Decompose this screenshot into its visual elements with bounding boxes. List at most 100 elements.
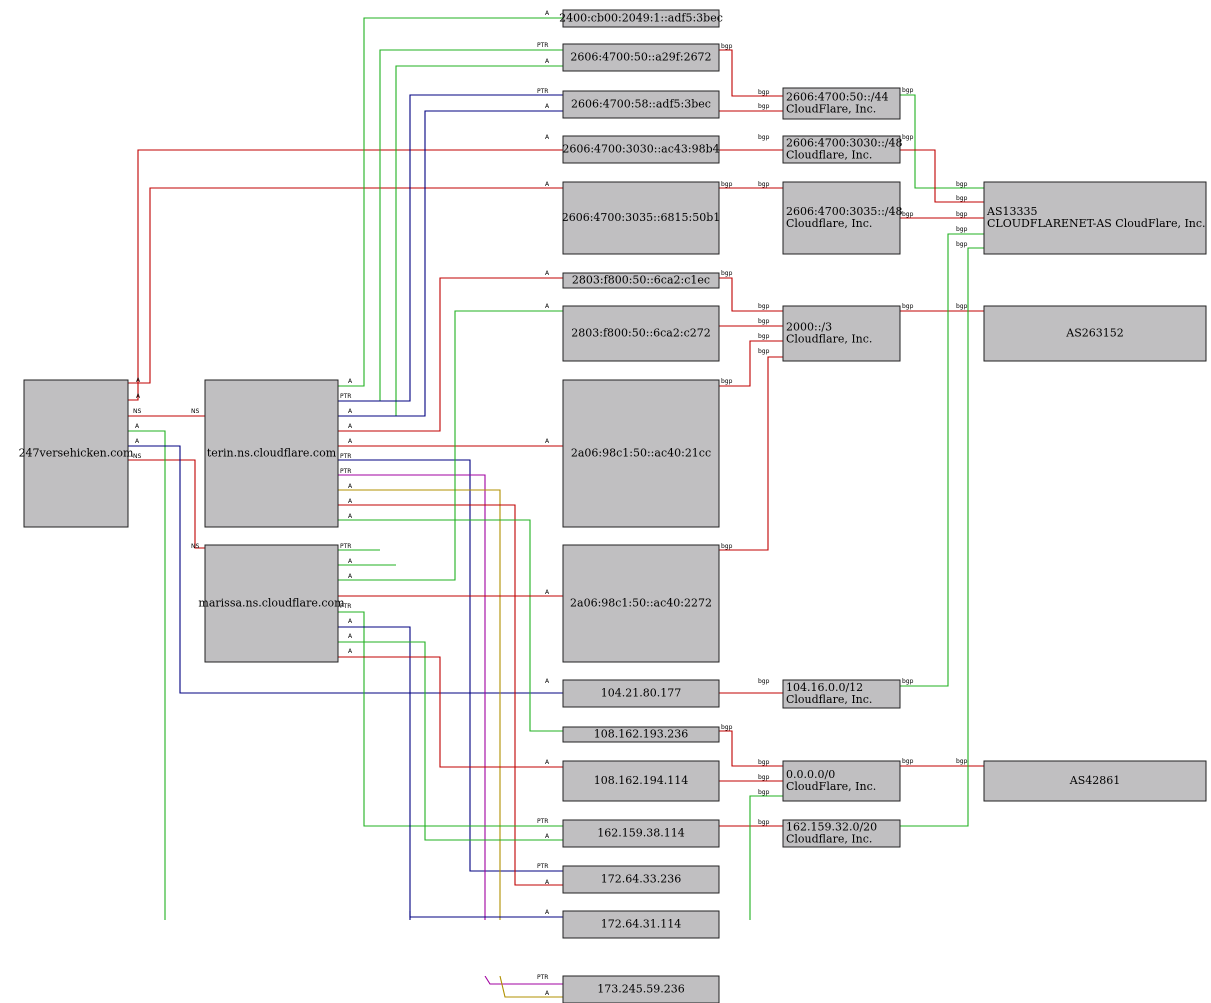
node-label: 2803:f800:50::6ca2:c272 [571,327,710,340]
edge-label-bgp: bgp [758,348,770,355]
edge-label-bgp: bgp [758,181,770,188]
node-label: 2803:f800:50::6ca2:c1ec [572,274,710,287]
edge-ptr-162 [338,611,563,827]
edge-label-a: A [348,483,353,490]
edge-label-a: A [348,573,353,580]
node-box [204,379,339,528]
node-box [562,379,720,528]
node-ip-162[interactable]: 162.159.38.114 [562,819,720,848]
edge-bgp-2272 [719,356,783,551]
edge-label-a: A [348,438,353,445]
edge-label-bgp: bgp [956,241,968,248]
node-ip-2400[interactable]: 2400:cb00:2049:1::adf5:3bec [559,9,723,28]
edge-label-bgp: bgp [721,378,733,385]
edge-label-a: A [348,618,353,625]
node-as-42861[interactable]: AS42861 [983,760,1207,802]
edge-label-a: A [545,879,550,886]
node-ip-a29f[interactable]: 2606:4700:50::a29f:2672 [562,43,720,72]
edge-a-108a [338,519,563,732]
node-label: AS13335 [986,205,1037,218]
edge-ptr-173-b [484,975,563,985]
node-box [562,760,720,802]
node-ip-adf5[interactable]: 2606:4700:58::adf5:3bec [562,90,720,119]
node-ip-21cc[interactable]: 2a06:98c1:50::ac40:21cc [562,379,720,528]
node-label: AS263152 [1065,327,1123,340]
edge-label-a: A [545,589,550,596]
edge-label-bgp: bgp [956,181,968,188]
edge-label-bgp: bgp [721,181,733,188]
node-label: 2606:4700:58::adf5:3bec [571,98,711,111]
edge-label-bgp: bgp [758,318,770,325]
node-layer: 247versehicken.com terin.ns.cloudflare.co… [19,9,1207,1003]
edge-a-2803b [338,310,563,581]
edge-label-a: A [545,181,550,188]
node-box [782,819,901,848]
edge-label-bgp: bgp [721,724,733,731]
node-label: 2400:cb00:2049:1::adf5:3bec [559,12,723,25]
edge-a-domain-green [128,430,166,920]
edge-a-3035 [128,187,563,384]
node-ip-108a[interactable]: 108.162.193.236 [562,726,720,743]
node-label: 104.21.80.177 [601,687,681,700]
edge-a-adf5 [338,110,563,417]
node-label: Cloudflare, Inc. [786,149,872,162]
node-as-263152[interactable]: AS263152 [983,305,1207,362]
node-label: 162.159.32.0/20 [786,821,877,834]
edge-label-bgp: bgp [758,103,770,110]
edge-bgp-pfx162 [900,247,984,827]
edge-label-bgp: bgp [902,678,914,685]
node-label: 2606:4700:50::/44 [786,91,889,104]
edge-bgp-green [749,795,783,920]
edge-a-104 [128,445,563,694]
edge-label-a: A [545,103,550,110]
edge-label-a: A [545,10,550,17]
node-label: 2a06:98c1:50::ac40:21cc [571,447,711,460]
edge-label-a: A [348,423,353,430]
node-ip-2272[interactable]: 2a06:98c1:50::ac40:2272 [562,544,720,663]
edge-label-bgp: bgp [758,333,770,340]
edge-bgp-21cc [719,340,783,387]
node-ip-172a[interactable]: 172.64.33.236 [562,865,720,894]
edge-label-a: A [545,833,550,840]
node-ip-108b[interactable]: 108.162.194.114 [562,760,720,802]
node-label: CLOUDFLARENET-AS CloudFlare, Inc. [987,217,1206,230]
edge-bgp-pfx50 [900,94,984,189]
node-label: 2a06:98c1:50::ac40:2272 [570,597,712,610]
node-box [23,379,129,528]
edge-label-ptr: PTR [340,468,351,475]
node-box [562,819,720,848]
edge-label-ptr: PTR [537,818,548,825]
node-label: 2606:4700:3030::ac43:98b4 [562,143,719,156]
node-label: 2606:4700:3030::/48 [786,137,903,150]
node-box [562,544,720,663]
node-ip-3035[interactable]: 2606:4700:3035::6815:50b1 [562,181,721,255]
node-box [562,910,720,939]
node-domain[interactable]: 247versehicken.com [19,379,134,528]
edge-a-173 [338,489,501,920]
node-ns-terin[interactable]: terin.ns.cloudflare.com [204,379,339,528]
node-ip-173[interactable]: 173.245.59.236 [562,975,720,1003]
edge-label-ptr: PTR [340,603,351,610]
node-ip-2803b[interactable]: 2803:f800:50::6ca2:c272 [562,305,720,362]
edge-ptr-172a [338,459,563,872]
node-box [562,865,720,894]
edge-label-bgp: bgp [721,270,733,277]
node-box [562,272,720,289]
node-ns-marissa[interactable]: marissa.ns.cloudflare.com [198,544,345,663]
edge-label-a: A [545,909,550,916]
node-ip-2803a[interactable]: 2803:f800:50::6ca2:c1ec [562,272,720,289]
node-ip-3030[interactable]: 2606:4700:3030::ac43:98b4 [562,135,720,164]
edge-bgp-a29f [719,49,783,97]
node-ip-104[interactable]: 104.21.80.177 [562,679,720,708]
edge-label-a: A [545,270,550,277]
node-ip-172b[interactable]: 172.64.31.114 [562,910,720,939]
